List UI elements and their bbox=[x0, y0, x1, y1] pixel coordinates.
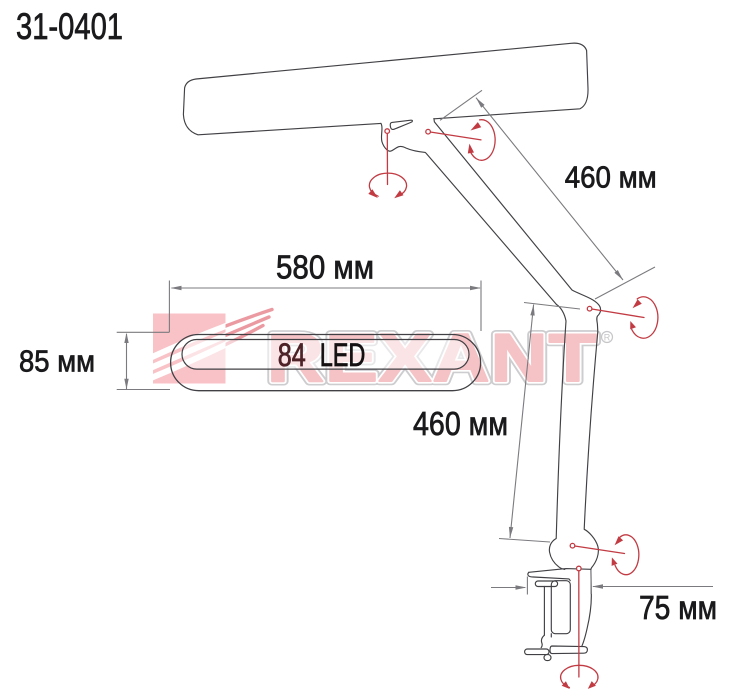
svg-text:580 мм: 580 мм bbox=[276, 249, 374, 286]
svg-text:460 мм: 460 мм bbox=[565, 159, 657, 194]
svg-text:460 мм: 460 мм bbox=[413, 405, 508, 442]
svg-text:31-0401: 31-0401 bbox=[16, 6, 123, 47]
svg-text:LED: LED bbox=[320, 337, 366, 373]
svg-text:85 мм: 85 мм bbox=[19, 344, 95, 379]
svg-text:84: 84 bbox=[278, 337, 306, 373]
svg-text:75 мм: 75 мм bbox=[639, 590, 717, 627]
svg-text:R: R bbox=[604, 333, 611, 343]
